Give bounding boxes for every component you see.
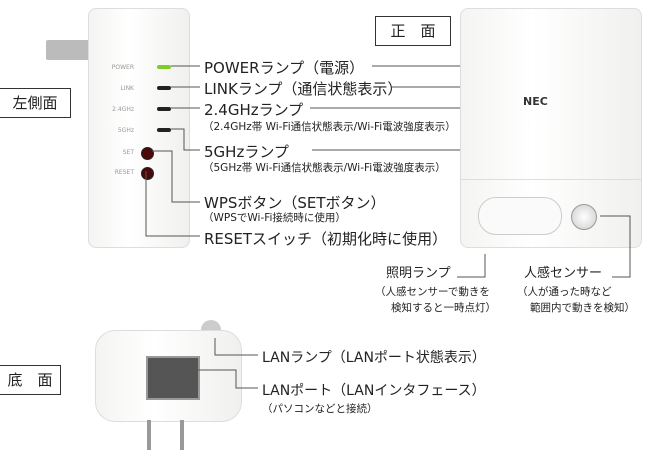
front-device: NEC <box>460 8 642 248</box>
g5-callout-sub: （5GHz帯 Wi-Fi通信状態表示/Wi-Fi電波強度表示） <box>203 162 446 174</box>
power-callout: POWERランプ（電源） <box>204 59 365 77</box>
plug-prongs <box>46 40 90 60</box>
light-callout-sub2: 検知すると一時点灯） <box>391 302 496 314</box>
light-lamp <box>478 197 562 235</box>
g5-label: 5GHz <box>117 127 134 134</box>
reset-label: RESET <box>114 169 134 176</box>
set-label: SET <box>122 149 134 156</box>
bottom-device <box>95 330 242 422</box>
lan-port-callout-sub: （パソコンなどと接続） <box>262 403 378 415</box>
sensor-callout-sub2: 範囲内で動きを検知） <box>530 302 635 314</box>
plug-prong <box>180 420 184 450</box>
brand-logo: NEC <box>523 95 548 108</box>
g5-led <box>157 128 171 132</box>
plug-prong <box>147 420 151 450</box>
reset-button[interactable] <box>141 167 154 180</box>
g24-label: 2.4GHz <box>112 106 134 113</box>
g24-callout-sub: （2.4GHz帯 Wi-Fi通信状態表示/Wi-Fi電波強度表示） <box>203 121 456 133</box>
motion-sensor <box>571 204 597 230</box>
view-label-bottom: 底 面 <box>0 365 61 395</box>
link-label: LINK <box>120 85 134 92</box>
set-button[interactable] <box>141 147 154 160</box>
lan-port-callout: LANポート（LANインタフェース） <box>262 383 486 399</box>
power-label: POWER <box>111 64 134 71</box>
lan-port[interactable] <box>146 356 200 400</box>
light-callout-sub1: （人感センサーで動きを <box>375 286 490 298</box>
reset-callout: RESETスイッチ（初期化時に使用） <box>204 230 448 248</box>
power-led <box>157 65 171 69</box>
link-callout: LINKランプ（通信状態表示） <box>204 80 403 98</box>
link-led <box>157 86 171 90</box>
g5-callout: 5GHzランプ <box>204 143 289 161</box>
sensor-callout-sub1: （人が通った時など <box>517 286 612 298</box>
sensor-callout: 人感センサー <box>524 266 603 281</box>
light-callout: 照明ランプ <box>386 266 451 281</box>
view-label-front: 正 面 <box>375 16 451 46</box>
wps-callout: WPSボタン（SETボタン） <box>204 194 386 212</box>
lan-lamp-callout: LANランプ（LANポート状態表示） <box>262 350 486 366</box>
g24-led <box>157 107 171 111</box>
view-label-left: 左側面 <box>0 88 71 118</box>
wps-callout-sub: （WPSでWi-Fi接続時に使用） <box>203 212 346 224</box>
left-side-device: POWER LINK 2.4GHz 5GHz SET RESET <box>88 8 190 248</box>
g24-callout: 2.4GHzランプ <box>204 101 304 119</box>
